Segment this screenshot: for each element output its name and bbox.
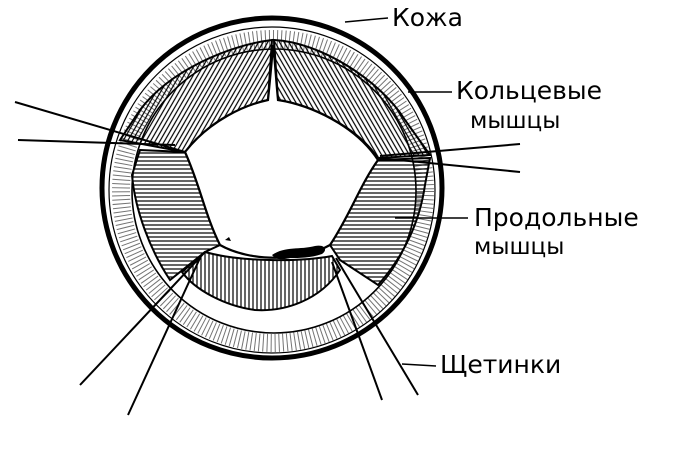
label-circular-muscles-line2: мышцы [470, 110, 560, 133]
label-setae: Щетинки [440, 352, 561, 377]
label-skin: Кожа [392, 5, 463, 30]
leader-setae [402, 364, 436, 366]
leader-skin [345, 18, 388, 22]
label-longitudinal-muscles-line2: мышцы [474, 236, 564, 259]
label-longitudinal-muscles-line1: Продольные [474, 205, 639, 230]
label-circular-muscles-line1: Кольцевые [456, 78, 602, 103]
longitudinal-muscle-band-bottom [182, 252, 340, 310]
